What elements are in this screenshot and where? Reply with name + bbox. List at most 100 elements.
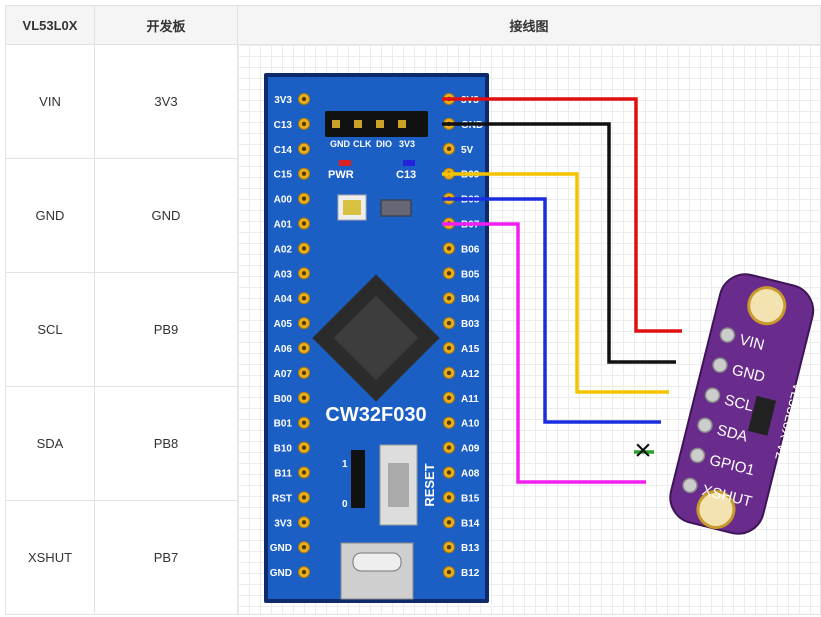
board-pin-label-right: B14 [461,518,480,529]
pwr-label: PWR [328,169,354,181]
board-pin-label-left: 3V3 [274,518,292,529]
usb-c-opening [352,552,402,572]
board-pin-hole [301,171,307,176]
board-pin-label-right: A10 [461,419,480,430]
board-pin-hole [301,246,307,251]
table-row: SCL PB9 [5,272,821,387]
boot-jumper [351,450,365,508]
board-pin-hole [446,395,452,400]
board-pin-hole [301,545,307,550]
header-label: DIO [376,139,392,149]
board-pin-hole [301,96,307,102]
wire-b08 [442,197,661,424]
board-pin-label-right: A15 [461,344,480,355]
board-pin-cell: 3V3 [94,44,238,159]
board-pin-hole [446,495,452,500]
reset-label: RESET [422,463,437,506]
board-pin-hole [301,420,307,425]
board-pin-label-left: A03 [274,269,293,280]
board-pin-label-right: B06 [461,244,480,255]
board-pin-label-right: A11 [461,394,479,405]
sensor-pin-cell: SDA [5,386,95,501]
board-pin-hole [446,271,452,276]
mount-hole-bottom [696,489,736,529]
sensor-chip [747,395,777,436]
board-pin-label-left: RST [272,493,292,504]
board-pin-hole [446,445,452,450]
board-pin-hole [446,470,452,475]
board-pin-label-left: C15 [274,170,293,181]
board-pin-hole [446,545,452,550]
board-pin-hole [301,445,307,450]
table-header-row: VL53L0X 开发板 接线图 [5,5,821,45]
board-pin-hole [301,470,307,475]
sensor-pin-cell: SCL [5,272,95,387]
c13-led [403,160,415,166]
sensor-pin-pad [697,417,713,434]
table-row: XSHUT PB7 [5,500,821,615]
no-connect-mark: × [634,434,652,467]
board-pin-hole [446,370,452,376]
boot-label: 0 [342,499,348,510]
board-pin-hole [446,569,452,575]
c13-label: C13 [396,169,416,181]
board-pin-label-left: B00 [274,394,293,405]
header-sensor: VL53L0X [5,5,95,45]
table-row: GND GND [5,158,821,273]
mount-hole-top [747,286,787,326]
header-pin [354,120,362,128]
board-pin-label-left: 3V3 [274,95,292,106]
board-pin-label-left: B11 [274,469,292,480]
board-pin-cell: PB7 [94,500,238,615]
board-pin-label-right: B03 [461,319,480,330]
board-pin-label-right: A09 [461,444,480,455]
board-pin-hole [301,221,307,226]
board-pin-label-left: A01 [274,220,293,231]
wire-b09 [442,172,669,394]
board-pin-hole [301,196,307,201]
board-pin-label-right: A08 [461,469,480,480]
board-pin-label-left: C14 [274,145,293,156]
board-pin-label-right: B13 [461,543,480,554]
pwr-led [339,160,351,166]
board-pin-hole [301,395,307,400]
sensor-pin-pad [682,477,698,494]
boot-label: 1 [342,459,348,470]
board-pin-hole [301,520,307,525]
header-pin [398,120,406,128]
wire-3v3 [442,97,682,333]
board-pin-label-right: B15 [461,493,480,504]
board-pin-label-left: C13 [274,120,293,131]
board-pin-label-left: GND [270,543,292,554]
regulator [380,199,412,217]
sensor-pin-pad [689,447,706,464]
board-pin-label-right: B12 [461,568,480,579]
header-pin [376,120,384,128]
board-pin-hole [301,146,307,151]
sensor-pin-pad [719,327,736,343]
board-pin-label-left: A04 [274,294,293,305]
sensor-pin-label: SCL [723,392,755,416]
board-pin-label-left: A05 [274,319,293,330]
board-pin-hole [446,296,452,301]
sensor-pin-cell: XSHUT [5,500,95,615]
board-pin-label-right: B04 [461,294,480,305]
wiring-diagram: 3V3C13C14C15A00A01A02A03A04A05A06A07B00B… [264,73,815,603]
sensor-pin-pad [704,387,721,403]
header-label: CLK [353,139,372,149]
board-pin-hole [446,345,452,351]
board-pin-hole [301,271,307,276]
board-pin-label-left: A02 [274,244,293,255]
sensor-pin-cell: VIN [5,44,95,159]
board-pin-label-left: B01 [274,419,293,430]
board-pin-cell: PB8 [94,386,238,501]
board-pin-label-right: 5V [461,145,474,156]
board-pin-hole [446,320,452,326]
board-pin-hole [446,420,452,425]
wire-b07 [442,222,646,484]
board-pin-hole [446,246,452,251]
